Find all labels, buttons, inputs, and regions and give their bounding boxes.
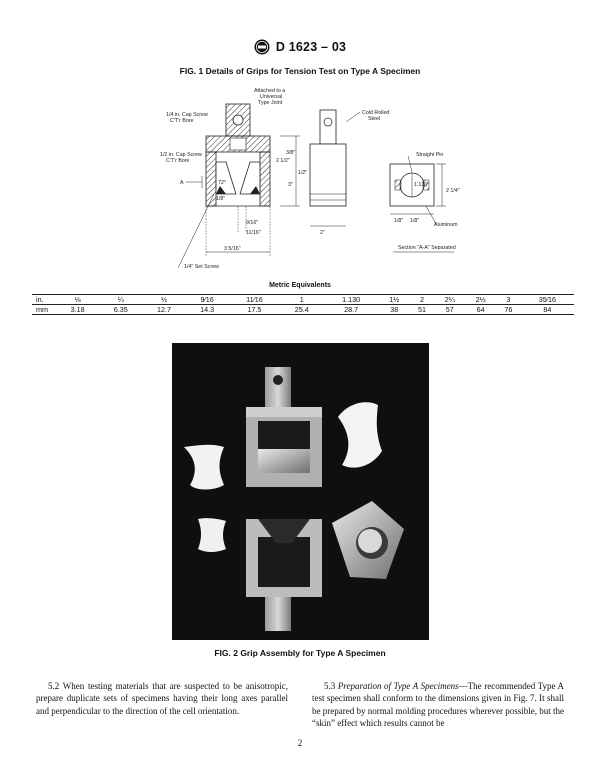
label-straight-pin: Straight Pin (416, 152, 443, 158)
table-cell: 9⁄16 (185, 294, 229, 305)
label-dim-1130: 1.130" (414, 182, 429, 188)
label-dim-2in: 2" (320, 230, 325, 236)
label-dim-1-8b: 1/8" (394, 218, 403, 224)
row-header: in. (32, 294, 56, 305)
label-dim-2-half: 2 1/2" (276, 158, 290, 164)
label-dim-a: A (180, 180, 184, 186)
table-cell: 57 (434, 304, 466, 315)
table-cell: 1 (280, 294, 324, 305)
table-cell: ½ (142, 294, 186, 305)
page-number: 2 (297, 738, 303, 748)
paragraph-text: 5.2 When testing materials that are susp… (36, 681, 288, 716)
label-dim-9-16: 9/16" (246, 220, 258, 226)
section-a-a-view (389, 155, 454, 253)
label-attached-2: Universal (260, 94, 282, 100)
label-cap-screw-quarter-1: 1/4 in. Cap Screw (166, 112, 208, 118)
table-cell: 38 (378, 304, 410, 315)
label-dim-3-5-16: 3 5/16" (224, 246, 241, 252)
row-header: mm (32, 304, 56, 315)
table-cell: 11⁄16 (228, 294, 281, 305)
label-cold-rolled-2: Steel (368, 116, 380, 122)
table-cell: 2½ (465, 294, 497, 305)
table-cell: 1½ (378, 294, 410, 305)
table-row-inches: in. ⅛ ¼ ½ 9⁄16 11⁄16 1 1.130 1½ 2 2¼ 2½ … (32, 294, 574, 305)
table-cell: 64 (465, 304, 497, 315)
label-section-a-a: Section "A-A" Separated (398, 245, 456, 251)
table-cell: 84 (520, 304, 574, 315)
figure2-caption: FIG. 2 Grip Assembly for Type A Specimen (214, 648, 386, 658)
section-number: 5.3 (324, 681, 338, 691)
grip-side-view (309, 109, 361, 227)
table-cell: 28.7 (323, 304, 379, 315)
paragraph-text: 5.3 Preparation of Type A Specimens—The … (312, 680, 564, 729)
label-dim-1-8: 1/8" (216, 196, 225, 202)
label-cap-screw-half-1: 1/2 in. Cap Screw (160, 152, 202, 158)
label-cold-rolled-1: Cold Rolled (362, 110, 389, 116)
table-cell: 14.3 (185, 304, 229, 315)
label-cap-screw-quarter-2: C'T'r Bore (170, 118, 194, 124)
label-dim-2-quarter: 2 1/4" (446, 188, 460, 194)
table-cell: ⅛ (56, 294, 100, 305)
table-cell: 2¼ (434, 294, 466, 305)
grip-section-view (177, 103, 300, 269)
table-cell: 51 (409, 304, 435, 315)
table-cell: 25.4 (280, 304, 324, 315)
table-cell: 1.130 (323, 294, 379, 305)
figure1-caption: FIG. 1 Details of Grips for Tension Test… (179, 66, 421, 76)
label-angle: 72° (218, 180, 226, 186)
table-cell: 17.5 (228, 304, 281, 315)
table-cell: 3 (496, 294, 521, 305)
table-cell: 3.18 (56, 304, 100, 315)
grip-technical-drawing: Attached to a Universal Type Joint Cold … (160, 88, 460, 270)
label-cap-screw-half-2: C'T'r Bore (166, 158, 190, 164)
grip-assembly-photo (172, 343, 429, 640)
label-dim-3-8: 3/8" (286, 150, 295, 156)
label-dim-3in: 3" (288, 182, 293, 188)
label-attached-1: Attached to a (254, 88, 285, 94)
label-attached-3: Type Joint (258, 100, 283, 106)
document-header: D 1623 – 03 (0, 38, 600, 56)
label-dim-half: 1/2" (298, 170, 307, 176)
designation: D 1623 – 03 (275, 40, 347, 54)
table-cell: 76 (496, 304, 521, 315)
label-set-screw: 1/4" Set Screw (184, 264, 219, 270)
metric-table-title: Metric Equivalents (269, 282, 331, 289)
label-dim-1-8c: 1/8" (410, 218, 419, 224)
table-cell: ¼ (99, 294, 143, 305)
label-dim-11-16: 11/16" (246, 230, 261, 236)
table-cell: 12.7 (142, 304, 186, 315)
section-title: Preparation of Type A Specimens (337, 681, 459, 691)
section-body: —The recommended Type A test specimen sh… (312, 681, 564, 728)
table-cell: 6.35 (99, 304, 143, 315)
astm-logo-icon (254, 39, 270, 55)
paragraph-5-2: 5.2 When testing materials that are susp… (36, 680, 288, 717)
paragraph-5-3: 5.3 Preparation of Type A Specimens—The … (312, 680, 564, 729)
table-row-mm: mm 3.18 6.35 12.7 14.3 17.5 25.4 28.7 38… (32, 304, 574, 315)
table-cell: 35⁄16 (520, 294, 574, 305)
metric-equivalents-table: in. ⅛ ¼ ½ 9⁄16 11⁄16 1 1.130 1½ 2 2¼ 2½ … (32, 294, 574, 315)
table-cell: 2 (409, 294, 435, 305)
label-aluminum: Aluminum (434, 222, 458, 228)
